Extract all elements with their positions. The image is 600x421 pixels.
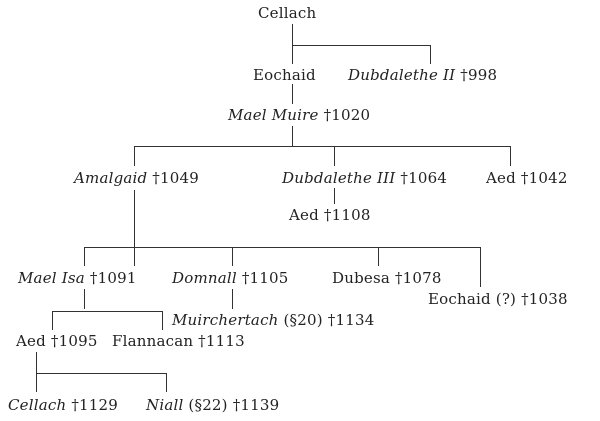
connector	[292, 45, 430, 46]
connector	[84, 247, 85, 266]
person-dates: (?) †1038	[490, 290, 568, 308]
person-name: Aed	[486, 169, 516, 187]
person-name: Cellach	[258, 4, 317, 22]
person-cellach-root: Cellach	[258, 4, 316, 22]
person-dates: †1129	[66, 396, 119, 414]
connector	[334, 188, 335, 204]
connector	[334, 146, 335, 166]
person-dates: †1091	[84, 269, 137, 287]
person-dates: †1095	[45, 332, 98, 350]
person-dates: †1042	[515, 169, 568, 187]
connector	[134, 146, 135, 166]
connector	[378, 247, 379, 266]
person-name: Dubdalethe II	[348, 66, 456, 84]
person-name: Dubesa	[332, 269, 391, 287]
connector	[36, 352, 37, 392]
person-cellach-1129: Cellach †1129	[8, 396, 118, 414]
person-name: Domnall	[172, 269, 237, 287]
connector	[162, 311, 163, 330]
connector	[52, 311, 162, 312]
connector	[134, 190, 135, 266]
connector	[480, 247, 481, 287]
person-name: Dubdalethe III	[282, 169, 396, 187]
person-name: Aed	[16, 332, 46, 350]
person-eochaid: Eochaid	[253, 66, 316, 84]
connector	[232, 289, 233, 309]
person-name: Niall	[146, 396, 184, 414]
person-aed-1042: Aed †1042	[486, 169, 568, 187]
person-dates: †998	[455, 66, 498, 84]
person-aed-1095: Aed †1095	[16, 332, 98, 350]
person-amalgaid: Amalgaid †1049	[74, 169, 199, 187]
connector	[292, 24, 293, 64]
connector	[52, 311, 53, 330]
person-eochaid-uncertain: Eochaid (?) †1038	[428, 290, 568, 308]
person-name: Aed	[289, 206, 319, 224]
person-name: Mael Isa	[18, 269, 85, 287]
connector	[36, 373, 166, 374]
person-mael-muire: Mael Muire †1020	[228, 106, 370, 124]
person-name: Muirchertach	[172, 311, 279, 329]
connector	[84, 247, 480, 248]
person-name: Eochaid	[253, 66, 316, 84]
person-dubdalethe-iii: Dubdalethe III †1064	[282, 169, 447, 187]
person-name: Cellach	[8, 396, 67, 414]
person-name: Flannacan	[112, 332, 194, 350]
connector	[292, 84, 293, 104]
person-dubdalethe-ii: Dubdalethe II †998	[348, 66, 497, 84]
person-muirchertach: Muirchertach (§20) †1134	[172, 311, 374, 329]
connector	[134, 146, 510, 147]
person-dates: †1049	[147, 169, 199, 187]
connector	[510, 146, 511, 166]
person-niall: Niall (§22) †1139	[146, 396, 279, 414]
person-dubesa: Dubesa †1078	[332, 269, 442, 287]
connector	[430, 45, 431, 64]
person-dates: (§22) †1139	[183, 396, 280, 414]
person-dates: (§20) †1134	[278, 311, 375, 329]
connector	[232, 247, 233, 266]
person-dates: †1078	[390, 269, 442, 287]
person-dates: †1020	[318, 106, 371, 124]
person-dates: †1113	[193, 332, 245, 350]
person-dates: †1064	[395, 169, 448, 187]
person-flannacan: Flannacan †1113	[112, 332, 245, 350]
connector	[84, 289, 85, 309]
person-aed-1108: Aed †1108	[289, 206, 371, 224]
person-dates: †1108	[318, 206, 371, 224]
person-domnall: Domnall †1105	[172, 269, 289, 287]
connector	[166, 373, 167, 392]
person-name: Eochaid	[428, 290, 491, 308]
person-dates: †1105	[236, 269, 289, 287]
person-name: Mael Muire	[228, 106, 319, 124]
person-name: Amalgaid	[74, 169, 148, 187]
person-mael-isa: Mael Isa †1091	[18, 269, 137, 287]
connector	[292, 126, 293, 146]
